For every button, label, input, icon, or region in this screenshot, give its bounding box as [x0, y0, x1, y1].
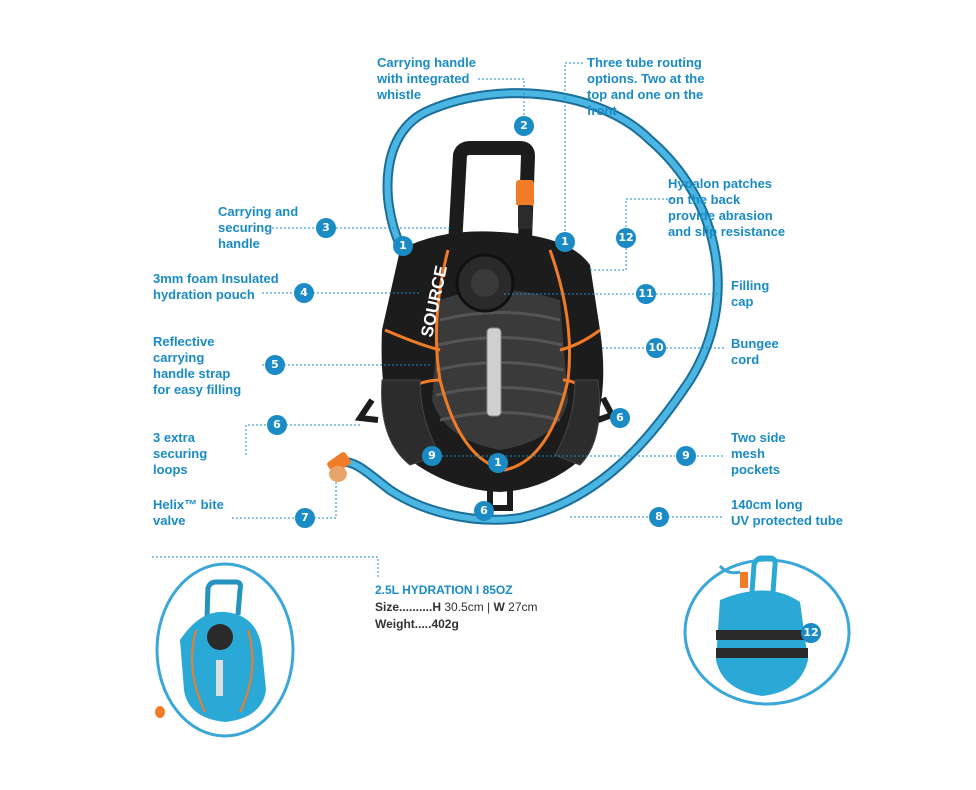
bite-valve-tip	[329, 466, 347, 482]
badge-9-right: 9	[676, 446, 696, 466]
callout-reflective-strap: Reflective carrying handle strap for eas…	[153, 334, 242, 397]
buckle	[518, 205, 532, 229]
badge-12-back-view: 12	[801, 623, 821, 643]
specs-weight: Weight.....402g	[375, 617, 459, 631]
leader-lines	[152, 62, 724, 578]
callout-bungee-cord: Bungee cord	[731, 336, 779, 367]
callout-side-mesh-pockets: Two side mesh pockets	[731, 430, 786, 477]
badge-12: 12	[616, 228, 636, 248]
badge-6-left: 6	[267, 415, 287, 435]
badge-2: 2	[514, 116, 534, 136]
callout-securing-loops: 3 extra securing loops	[153, 430, 208, 477]
callout-securing-handle: Carrying and securing handle	[218, 204, 299, 251]
specs-size: Size..........H 30.5cm | W 27cm	[375, 600, 538, 614]
badge-11: 11	[636, 284, 656, 304]
callout-hypalon-patches: Hypalon patches on the back provide abra…	[668, 176, 786, 239]
badge-1-front: 1	[488, 453, 508, 473]
callout-filling-cap: Filling cap	[731, 278, 770, 309]
blue-bag-front-view	[155, 562, 295, 738]
badge-1-top-right: 1	[555, 232, 575, 252]
securing-loop-left	[354, 398, 379, 423]
specs-block: 2.5L HYDRATION I 85OZ Size..........H 30…	[375, 582, 538, 633]
securing-loop-bottom	[487, 490, 513, 511]
filling-cap-center	[471, 269, 499, 297]
carrying-handle	[448, 141, 536, 246]
blue-bag-back-view	[683, 555, 851, 706]
drinking-tube	[339, 90, 721, 523]
callout-tube-routing: Three tube routing options. Two at the t…	[587, 55, 705, 118]
badge-10: 10	[646, 338, 666, 358]
badge-5: 5	[265, 355, 285, 375]
badge-4: 4	[294, 283, 314, 303]
badge-7: 7	[295, 508, 315, 528]
badge-1-top-left: 1	[393, 236, 413, 256]
badge-6-bottom: 6	[474, 501, 494, 521]
callout-uv-tube: 140cm long UV protected tube	[731, 497, 843, 528]
callout-carrying-handle-whistle: Carrying handle with integrated whistle	[377, 55, 476, 102]
reflective-strap	[486, 327, 502, 417]
specs-title: 2.5L HYDRATION I 85OZ	[375, 583, 513, 597]
badge-3: 3	[316, 218, 336, 238]
badge-6-right: 6	[610, 408, 630, 428]
badge-9-left: 9	[422, 446, 442, 466]
right-mesh-pocket	[554, 379, 601, 466]
whistle-buckle	[516, 180, 534, 206]
badge-8: 8	[649, 507, 669, 527]
callout-insulated-pouch: 3mm foam Insulated hydration pouch	[153, 271, 279, 302]
callout-bite-valve: Helix™ bite valve	[153, 497, 224, 528]
